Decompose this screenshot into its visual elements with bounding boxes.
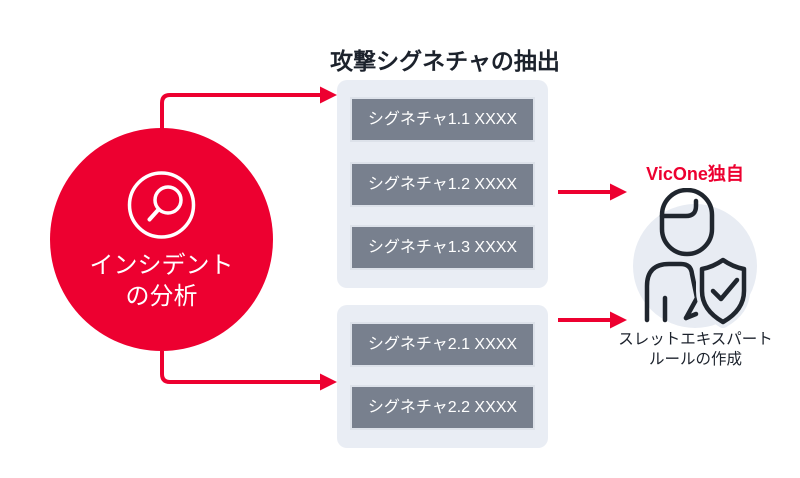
arrow-group2-to-expert xyxy=(558,311,627,329)
incident-analysis-label: インシデント の分析 xyxy=(50,250,273,312)
expert-caption-line2: ルールの作成 xyxy=(648,351,742,368)
signature-group-1: シグネチャ1.1 XXXX シグネチャ1.2 XXXX シグネチャ1.3 XXX… xyxy=(337,80,548,288)
extraction-title: 攻撃シグネチャの抽出 xyxy=(330,48,560,74)
arrow-incident-to-group1 xyxy=(160,86,337,130)
signature-box-2-1: シグネチャ2.1 XXXX xyxy=(350,322,535,367)
vicone-badge: VicOne独自 xyxy=(646,164,744,184)
expert-caption-line1: スレットエキスパート xyxy=(618,331,773,348)
magnifier-icon xyxy=(127,171,196,239)
signature-box-1-2: シグネチャ1.2 XXXX xyxy=(350,162,535,207)
threat-expert-shield-icon xyxy=(633,188,757,328)
signature-group-2: シグネチャ2.1 XXXX シグネチャ2.2 XXXX xyxy=(337,305,548,448)
incident-label-line2: の分析 xyxy=(125,283,198,310)
signature-box-1-1: シグネチャ1.1 XXXX xyxy=(350,97,535,142)
signature-box-2-2: シグネチャ2.2 XXXX xyxy=(350,385,535,430)
arrow-incident-to-group2 xyxy=(160,351,337,391)
signature-box-1-3: シグネチャ1.3 XXXX xyxy=(350,225,535,270)
arrow-group1-to-expert xyxy=(558,183,627,201)
incident-analysis-circle: インシデント の分析 xyxy=(50,128,273,351)
expert-caption: スレットエキスパート ルールの作成 xyxy=(608,330,783,370)
incident-label-line1: インシデント xyxy=(89,252,234,279)
